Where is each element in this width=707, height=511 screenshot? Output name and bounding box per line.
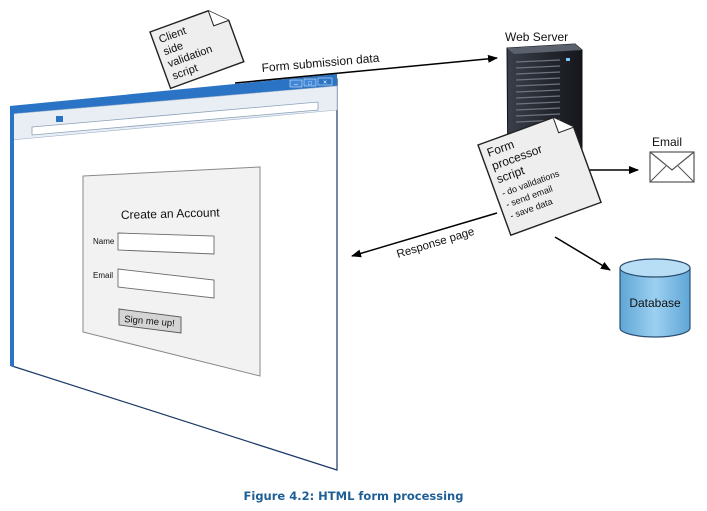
client-script-page: Client side validation script <box>149 10 245 90</box>
form-title: Create an Account <box>121 205 221 222</box>
minimize-icon: – <box>294 81 298 88</box>
window-controls: – □ × <box>289 77 333 88</box>
processor-script-page: Form processor script - do validations -… <box>477 116 602 237</box>
response-page-arrow <box>351 212 498 258</box>
processor-script-page-fold <box>552 117 574 134</box>
form-submission-arrow <box>234 54 498 84</box>
web-server-vents <box>515 59 561 123</box>
email-label: Email <box>93 271 113 280</box>
figure-caption: Figure 4.2: HTML form processing <box>243 489 464 503</box>
database-icon <box>619 258 691 338</box>
database-arrow <box>554 236 611 271</box>
address-bar[interactable] <box>31 101 319 136</box>
web-server-top <box>507 44 582 54</box>
maximize-button[interactable] <box>303 78 317 87</box>
client-script-page-fold <box>207 10 229 27</box>
submit-button-label: Sign me up! <box>124 314 175 329</box>
web-server-power-light <box>566 58 570 61</box>
close-icon: × <box>323 80 327 87</box>
name-input[interactable] <box>117 232 215 255</box>
close-button[interactable] <box>317 77 333 86</box>
submit-button[interactable] <box>118 308 182 334</box>
minimize-button[interactable] <box>289 79 303 88</box>
web-server-label: Web Server <box>505 30 568 44</box>
email-target-label: Email <box>652 135 682 149</box>
name-label: Name <box>93 237 115 246</box>
browser-window: – □ × Create an Account Name Email Sign … <box>10 74 338 471</box>
processor-script-page-shape <box>477 116 602 237</box>
email-input[interactable] <box>117 268 215 299</box>
back-button[interactable] <box>56 116 63 122</box>
client-script-page-shape <box>149 10 245 90</box>
envelope-icon <box>649 151 695 183</box>
database-label: Database <box>629 296 681 310</box>
browser-left-edge <box>10 106 14 367</box>
maximize-icon: □ <box>308 81 312 87</box>
